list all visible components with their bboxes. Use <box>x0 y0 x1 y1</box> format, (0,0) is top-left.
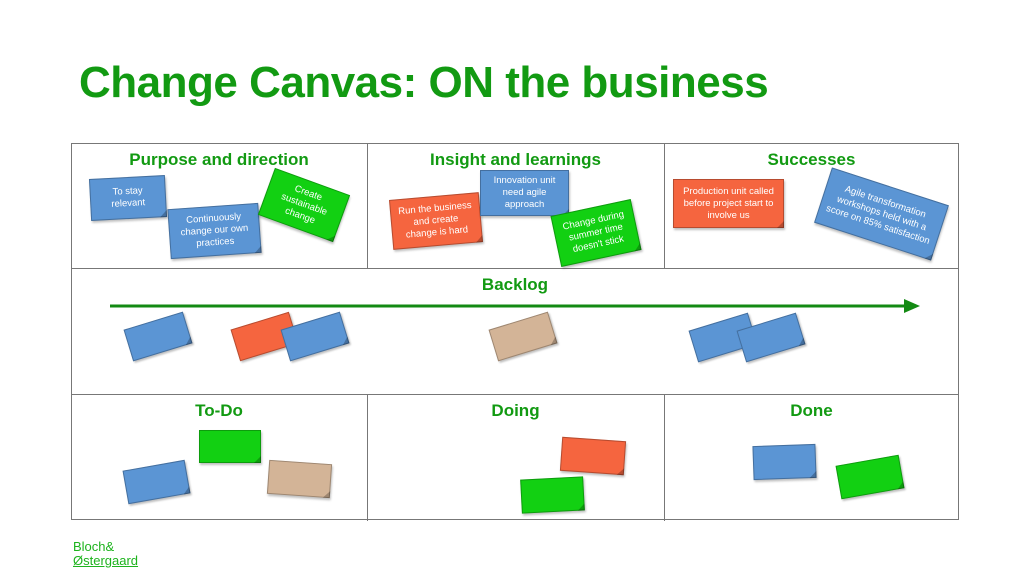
heading-done: Done <box>790 401 833 420</box>
note-production-unit[interactable]: Production unit called before project st… <box>673 179 784 228</box>
heading-todo: To-Do <box>195 401 243 420</box>
logo-line-2: Østergaard <box>73 553 139 568</box>
company-logo: Bloch& Østergaard <box>73 540 138 568</box>
change-canvas-board <box>71 143 959 521</box>
note-to-stay-relevant[interactable]: To stay relevant <box>88 175 168 221</box>
col-divider-bottom-1 <box>367 394 368 521</box>
todo-note-tan[interactable] <box>266 459 333 499</box>
col-divider-top-2 <box>664 144 665 268</box>
heading-backlog: Backlog <box>481 275 549 294</box>
todo-note-green[interactable] <box>199 430 261 463</box>
heading-purpose: Purpose and direction <box>129 150 309 169</box>
heading-successes: Successes <box>767 150 856 169</box>
note-run-the-business[interactable]: Run the business and create change is ha… <box>388 192 484 250</box>
done-note-blue[interactable] <box>752 443 817 481</box>
note-innovation-unit[interactable]: Innovation unit need agile approach <box>480 170 569 216</box>
doing-note-red[interactable] <box>559 436 627 476</box>
page-title: Change Canvas: ON the business <box>79 58 769 107</box>
heading-doing: Doing <box>491 401 540 420</box>
col-divider-bottom-2 <box>664 394 665 521</box>
col-divider-top-1 <box>367 144 368 268</box>
backlog-arrow-icon <box>110 299 920 313</box>
row-divider-top <box>72 268 958 269</box>
row-divider-bottom <box>72 394 958 395</box>
doing-note-green[interactable] <box>520 476 585 514</box>
note-continuously-change[interactable]: Continuously change our own practices <box>167 202 262 260</box>
logo-line-1: Bloch& <box>73 539 115 554</box>
heading-insight: Insight and learnings <box>430 150 601 169</box>
